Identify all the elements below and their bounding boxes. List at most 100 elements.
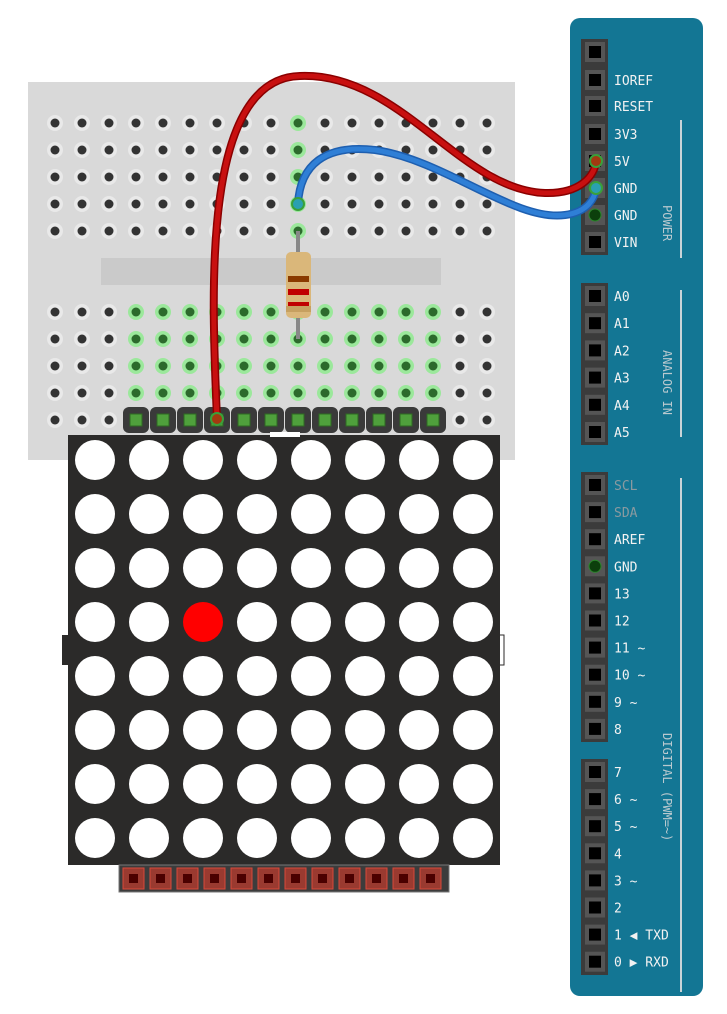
header-pin xyxy=(345,413,359,427)
led-off xyxy=(75,710,115,750)
matrix-header-pin-hole xyxy=(237,874,246,883)
led-off xyxy=(183,710,223,750)
breadboard-hole xyxy=(104,415,114,425)
breadboard-hole xyxy=(455,361,465,371)
breadboard-hole xyxy=(428,334,438,344)
matrix-header-pin-hole xyxy=(345,874,354,883)
led-off xyxy=(345,548,385,588)
breadboard-hole xyxy=(50,172,60,182)
breadboard-hole xyxy=(77,226,87,236)
pin-hole xyxy=(589,290,601,302)
breadboard-hole xyxy=(104,145,114,155)
pin-hole xyxy=(589,955,601,968)
led-off xyxy=(291,494,331,534)
breadboard-hole xyxy=(77,334,87,344)
breadboard-hole xyxy=(401,145,411,155)
resistor-band xyxy=(288,276,309,282)
led-off xyxy=(183,656,223,696)
pin-label-a0: A0 xyxy=(614,290,630,305)
led-off xyxy=(129,764,169,804)
breadboard-hole xyxy=(482,388,492,398)
breadboard-hole xyxy=(293,361,303,371)
led-off xyxy=(129,656,169,696)
resistor-band xyxy=(288,289,309,295)
red-wire-end-breadboard xyxy=(210,412,224,426)
analog-header xyxy=(581,283,608,445)
pin-label-5v: 5V xyxy=(614,155,630,170)
breadboard-hole xyxy=(374,388,384,398)
led-off xyxy=(129,818,169,858)
breadboard-hole xyxy=(185,361,195,371)
breadboard-hole xyxy=(374,172,384,182)
breadboard-hole xyxy=(374,118,384,128)
pin-label-reset: RESET xyxy=(614,100,653,115)
breadboard-hole xyxy=(428,226,438,236)
digital-section-label: DIGITAL (PWM=~) xyxy=(660,733,674,841)
breadboard-hole xyxy=(158,199,168,209)
pin-label-a3: A3 xyxy=(614,372,630,387)
breadboard-hole xyxy=(104,361,114,371)
pin-label-8: 8 xyxy=(614,723,622,738)
led-off xyxy=(237,764,277,804)
breadboard-hole xyxy=(104,388,114,398)
led-off xyxy=(75,818,115,858)
pin-label-10: 10 ~ xyxy=(614,669,645,684)
led-off xyxy=(399,602,439,642)
led-off xyxy=(291,764,331,804)
led-off xyxy=(237,494,277,534)
led-off xyxy=(183,818,223,858)
breadboard-hole xyxy=(401,226,411,236)
pin-label-vin: VIN xyxy=(614,236,637,251)
led-off xyxy=(453,710,493,750)
breadboard-hole xyxy=(185,199,195,209)
matrix-header-pin-hole xyxy=(210,874,219,883)
breadboard-hole xyxy=(401,334,411,344)
breadboard-hole xyxy=(401,199,411,209)
pin-label-7: 7 xyxy=(614,766,622,781)
breadboard-hole xyxy=(455,118,465,128)
breadboard-hole xyxy=(266,172,276,182)
led-off xyxy=(237,440,277,480)
breadboard-hole xyxy=(455,307,465,317)
breadboard-hole xyxy=(50,307,60,317)
breadboard-hole xyxy=(266,118,276,128)
pin-hole xyxy=(589,722,601,735)
led-off xyxy=(345,602,385,642)
led-off xyxy=(183,494,223,534)
led-off xyxy=(183,440,223,480)
led-off xyxy=(129,440,169,480)
blue-wire-end-breadboard xyxy=(291,197,305,211)
led-off xyxy=(399,818,439,858)
led-off xyxy=(345,710,385,750)
led-off xyxy=(453,764,493,804)
breadboard-hole xyxy=(239,145,249,155)
pin-label-13: 13 xyxy=(614,587,630,602)
breadboard-hole xyxy=(131,199,141,209)
led-off xyxy=(453,656,493,696)
breadboard-hole xyxy=(131,118,141,128)
blue-wire-core xyxy=(295,146,599,219)
led-off xyxy=(453,548,493,588)
pin-gnd-marker xyxy=(588,559,602,573)
led-off xyxy=(291,602,331,642)
header-pin xyxy=(156,413,170,427)
breadboard-hole xyxy=(482,199,492,209)
header-pin xyxy=(129,413,143,427)
breadboard-hole xyxy=(320,118,330,128)
breadboard-hole xyxy=(482,145,492,155)
breadboard-hole xyxy=(455,334,465,344)
breadboard-hole xyxy=(50,145,60,155)
led-off xyxy=(453,818,493,858)
pin-label-aref: AREF xyxy=(614,533,645,548)
led-lit xyxy=(183,602,223,642)
red-wire-core xyxy=(211,73,599,422)
pin-hole xyxy=(589,641,601,654)
pin-hole xyxy=(589,533,601,546)
breadboard-hole xyxy=(50,334,60,344)
pin-hole xyxy=(589,236,601,248)
breadboard-hole xyxy=(239,307,249,317)
led-matrix xyxy=(62,432,505,893)
led-off xyxy=(129,710,169,750)
led-off xyxy=(345,494,385,534)
